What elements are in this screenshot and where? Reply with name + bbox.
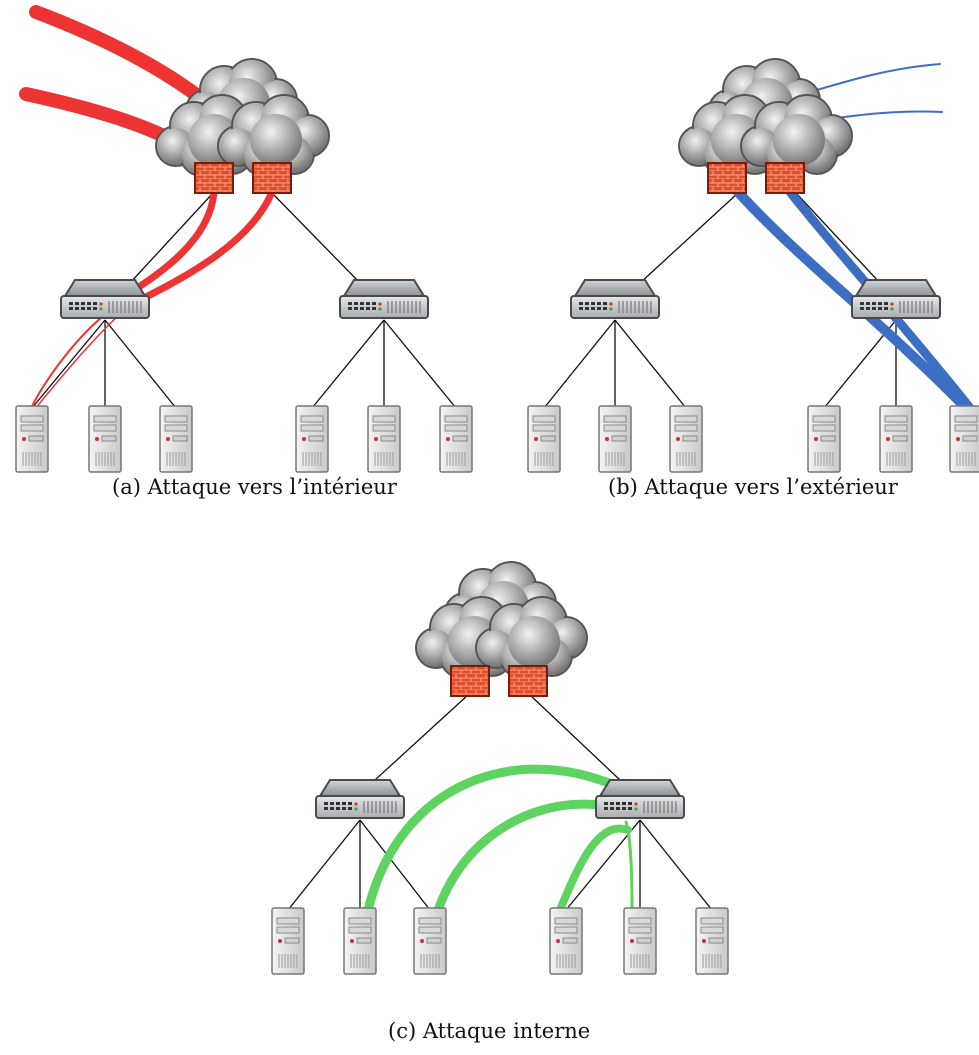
caption-c: (c) Attaque interne — [388, 1019, 591, 1043]
server-icon — [271, 907, 729, 975]
server-icon — [527, 405, 979, 473]
cloud-icon — [678, 58, 853, 177]
panel-c — [271, 561, 729, 975]
panel-b — [527, 58, 979, 473]
switch-icon — [60, 279, 429, 319]
switch-icon — [315, 779, 685, 819]
attack-flows-c — [363, 764, 634, 915]
panel-a — [15, 5, 473, 473]
server-icon — [15, 405, 473, 473]
switch-icon — [570, 279, 941, 319]
caption-a: (a) Attaque vers l’intérieur — [112, 475, 397, 499]
links-a — [31, 192, 457, 409]
links-c — [287, 694, 713, 911]
caption-b: (b) Attaque vers l’extérieur — [608, 475, 898, 499]
cloud-icon — [415, 561, 588, 679]
